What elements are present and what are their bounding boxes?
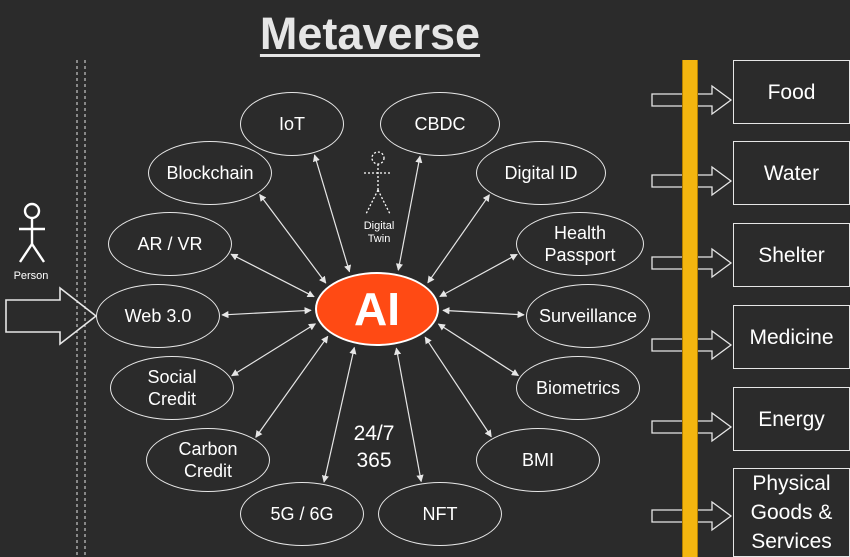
connector-social-credit xyxy=(231,323,317,377)
resource-arrow-medicine xyxy=(651,329,733,361)
resource-energy: Energy xyxy=(733,387,850,451)
connector-5g-6g xyxy=(321,346,357,483)
node-web3: Web 3.0 xyxy=(96,284,220,348)
person-input-arrow xyxy=(5,286,98,346)
resource-physical-goods: Physical Goods & Services xyxy=(733,468,850,557)
resource-food: Food xyxy=(733,60,850,124)
node-ar-vr: AR / VR xyxy=(108,212,232,276)
node-cbdc: CBDC xyxy=(380,92,500,156)
resource-shelter: Shelter xyxy=(733,223,850,287)
node-iot: IoT xyxy=(240,92,344,156)
node-nft: NFT xyxy=(378,482,502,546)
resource-arrow-physical-goods xyxy=(651,500,733,532)
connector-carbon-credit xyxy=(255,335,329,438)
connector-digital-id xyxy=(427,194,490,284)
connector-iot xyxy=(312,154,352,273)
node-5g-6g: 5G / 6G xyxy=(240,482,364,546)
ai-hub: AI xyxy=(315,272,439,346)
person-icon xyxy=(19,202,45,263)
node-digital-id: Digital ID xyxy=(476,141,606,205)
node-health-passport: Health Passport xyxy=(516,212,644,276)
resource-medicine: Medicine xyxy=(733,305,850,369)
node-bmi: BMI xyxy=(476,428,600,492)
digital-twin-label: Digital Twin xyxy=(363,220,395,245)
resource-arrow-shelter xyxy=(651,247,733,279)
connector-cbdc xyxy=(395,155,423,271)
resource-bar xyxy=(682,60,698,557)
node-carbon-credit: Carbon Credit xyxy=(146,428,270,492)
node-social-credit: Social Credit xyxy=(110,356,234,420)
connector-biometrics xyxy=(437,323,520,377)
schedule-text: 24/7 365 xyxy=(353,422,395,472)
node-surveillance: Surveillance xyxy=(526,284,650,348)
connector-blockchain xyxy=(259,193,327,284)
resource-arrow-food xyxy=(651,84,733,116)
node-blockchain: Blockchain xyxy=(148,141,272,205)
page-title: Metaverse xyxy=(259,8,481,59)
resource-arrow-energy xyxy=(651,411,733,443)
resource-arrow-water xyxy=(651,165,733,197)
node-biometrics: Biometrics xyxy=(516,356,640,420)
ai-hub-label: AI xyxy=(354,283,400,335)
connector-bmi xyxy=(424,336,492,438)
person-label: Person xyxy=(13,270,49,282)
resource-water: Water xyxy=(733,141,850,205)
connector-health-passport xyxy=(439,253,518,298)
digital-twin-icon xyxy=(364,151,392,215)
connector-nft xyxy=(394,347,424,483)
connector-surveillance xyxy=(442,307,525,319)
connector-web3 xyxy=(221,307,312,319)
connector-ar-vr xyxy=(230,253,315,298)
